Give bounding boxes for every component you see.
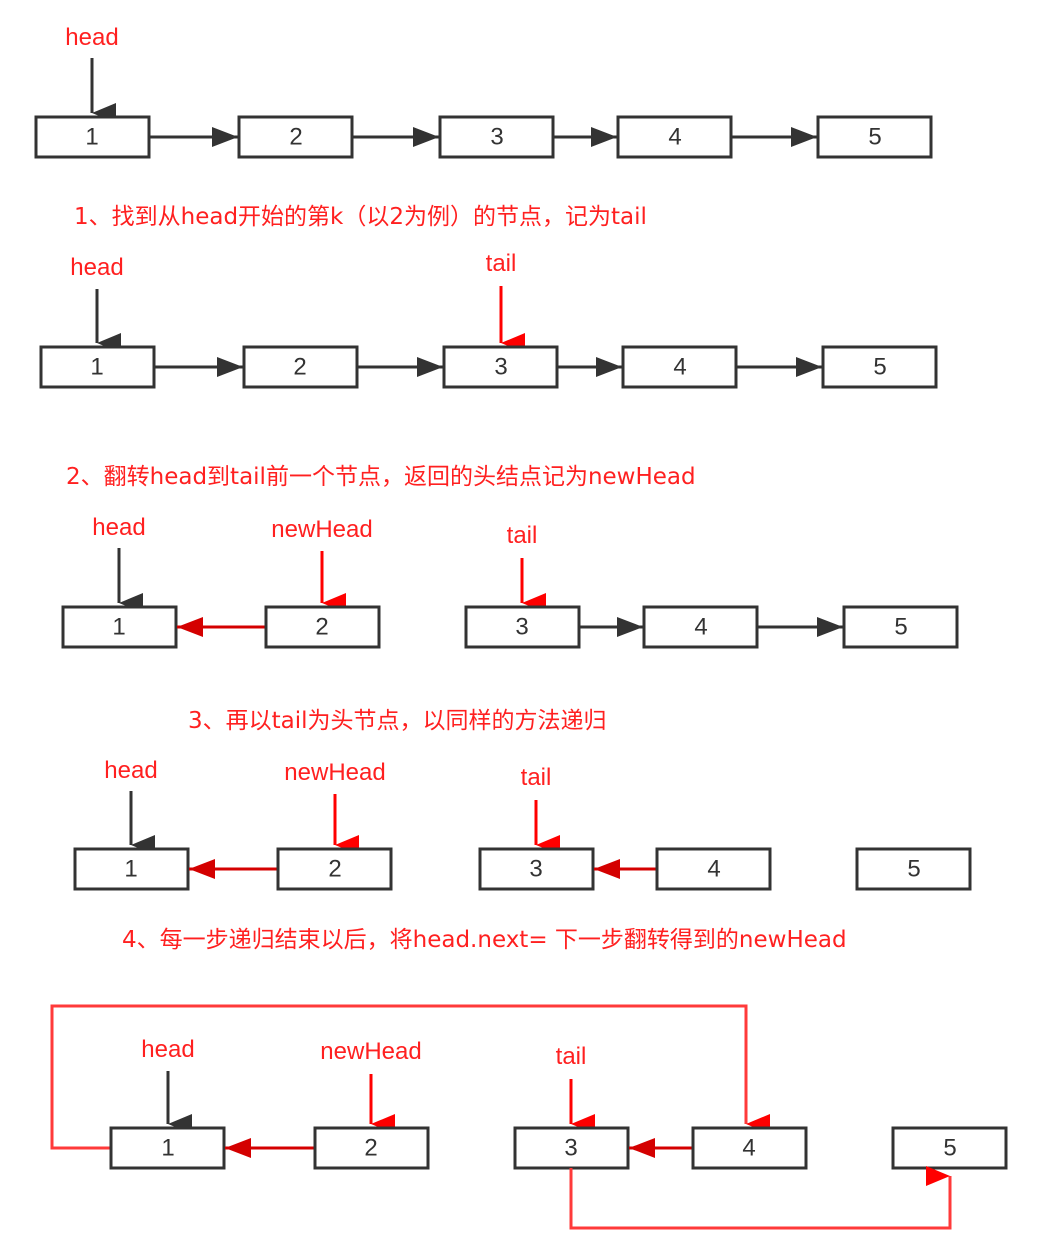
node-4 bbox=[642, 605, 759, 649]
tail-pointer-label: tail bbox=[507, 522, 538, 549]
node-3 bbox=[513, 1126, 630, 1170]
list-connect-groups: head newHead tail 1 2 3 4 5 bbox=[50, 1004, 1008, 1230]
node-3 bbox=[464, 605, 581, 649]
head-pointer-label: head bbox=[141, 1036, 194, 1063]
node-1 bbox=[61, 605, 178, 649]
node-2-label: 2 bbox=[328, 856, 341, 883]
node-5 bbox=[855, 847, 972, 891]
node-1-label: 1 bbox=[161, 1135, 174, 1162]
tail-pointer-label: tail bbox=[486, 250, 517, 277]
head-pointer-label: head bbox=[92, 514, 145, 541]
list-initial: head 1 2 3 4 5 bbox=[34, 24, 933, 159]
node-4 bbox=[621, 345, 738, 389]
node-2-label: 2 bbox=[293, 354, 306, 381]
node-5-label: 5 bbox=[907, 856, 920, 883]
tail-pointer-label: tail bbox=[521, 764, 552, 791]
node-1-label: 1 bbox=[90, 354, 103, 381]
node-4-label: 4 bbox=[673, 354, 686, 381]
node-3-label: 3 bbox=[490, 124, 503, 151]
node-5-label: 5 bbox=[873, 354, 886, 381]
newhead-pointer-label: newHead bbox=[271, 516, 372, 543]
newhead-pointer-label: newHead bbox=[284, 759, 385, 786]
list-reverse-first-group: head newHead tail 1 2 3 4 5 bbox=[61, 514, 959, 649]
head-pointer-label: head bbox=[65, 24, 118, 51]
node-5 bbox=[891, 1126, 1008, 1170]
newhead-pointer-label: newHead bbox=[320, 1038, 421, 1065]
node-3 bbox=[438, 115, 555, 159]
list-find-tail: head tail 1 2 3 4 5 bbox=[39, 250, 938, 389]
node-4 bbox=[616, 115, 733, 159]
list-recurse-on-tail: head newHead tail 1 2 3 4 5 bbox=[73, 757, 972, 891]
node-5 bbox=[816, 115, 933, 159]
node-3-label: 3 bbox=[494, 354, 507, 381]
node-5-label: 5 bbox=[943, 1135, 956, 1162]
step-1-text: 1、找到从head开始的第k（以2为例）的节点，记为tail bbox=[74, 204, 647, 230]
node-2 bbox=[264, 605, 381, 649]
node-3-label: 3 bbox=[515, 614, 528, 641]
node-2-label: 2 bbox=[289, 124, 302, 151]
node-1 bbox=[39, 345, 156, 389]
head-next-to-newhead-link bbox=[50, 1004, 770, 1150]
node-4-label: 4 bbox=[707, 856, 720, 883]
node-4 bbox=[691, 1126, 808, 1170]
node-2-label: 2 bbox=[364, 1135, 377, 1162]
node-5 bbox=[842, 605, 959, 649]
node-5-label: 5 bbox=[868, 124, 881, 151]
node-4-label: 4 bbox=[694, 614, 707, 641]
step-4-text: 4、每一步递归结束以后，将head.next= 下一步翻转得到的newHead bbox=[122, 927, 847, 953]
node-2 bbox=[276, 847, 393, 891]
node-1 bbox=[109, 1126, 226, 1170]
node-2 bbox=[242, 345, 359, 389]
node-1-label: 1 bbox=[85, 124, 98, 151]
tail-next-to-node-5-link bbox=[569, 1166, 952, 1230]
node-4-label: 4 bbox=[668, 124, 681, 151]
step-3-text: 3、再以tail为头节点，以同样的方法递归 bbox=[188, 708, 607, 734]
node-4 bbox=[655, 847, 772, 891]
node-3-label: 3 bbox=[529, 856, 542, 883]
node-4-label: 4 bbox=[742, 1135, 755, 1162]
node-3 bbox=[478, 847, 595, 891]
tail-pointer-label: tail bbox=[556, 1043, 587, 1070]
node-2 bbox=[313, 1126, 430, 1170]
node-3-label: 3 bbox=[564, 1135, 577, 1162]
node-1-label: 1 bbox=[112, 614, 125, 641]
node-1 bbox=[73, 847, 190, 891]
head-pointer-label: head bbox=[104, 757, 157, 784]
node-5 bbox=[821, 345, 938, 389]
node-5-label: 5 bbox=[894, 614, 907, 641]
head-pointer-label: head bbox=[70, 254, 123, 281]
node-1-label: 1 bbox=[124, 856, 137, 883]
node-2-label: 2 bbox=[315, 614, 328, 641]
step-2-text: 2、翻转head到tail前一个节点，返回的头结点记为newHead bbox=[66, 464, 696, 490]
